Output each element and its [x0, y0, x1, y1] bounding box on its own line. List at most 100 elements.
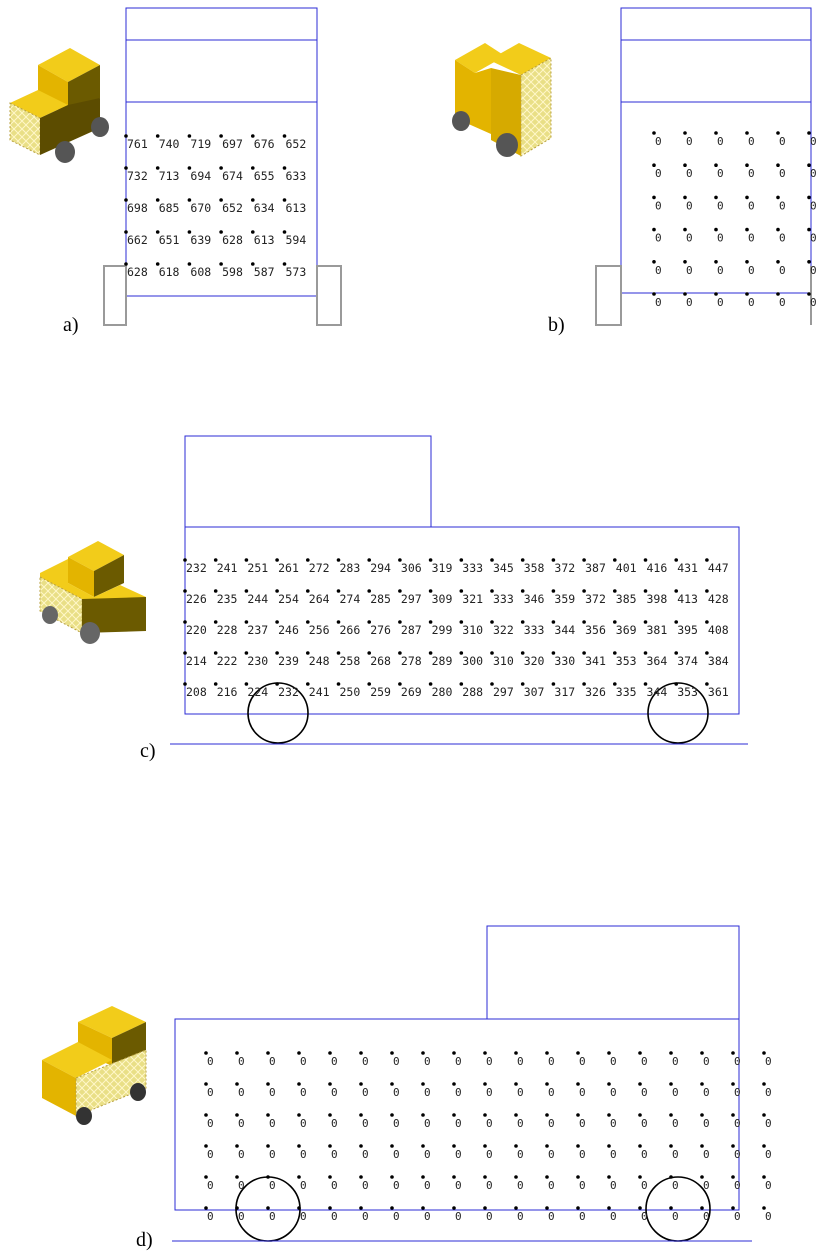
grid-value: 0: [703, 1210, 710, 1223]
grid-point: [219, 134, 223, 138]
grid-point: [244, 589, 249, 593]
grid-value: 0: [579, 1117, 586, 1130]
grid-point: [776, 195, 780, 200]
grid-point: [398, 558, 402, 562]
grid-point: [683, 260, 687, 264]
grid-point: [306, 651, 310, 655]
grid-value: 0: [748, 199, 755, 212]
grid-value: 297: [493, 685, 514, 699]
grid-point: [390, 1206, 394, 1210]
grid-point: [731, 1051, 735, 1055]
grid-value: 330: [554, 654, 575, 668]
grid-value: 0: [517, 1086, 524, 1099]
grid-value: 0: [703, 1148, 710, 1161]
grid-point: [282, 166, 287, 170]
grid-value: 0: [455, 1179, 462, 1192]
grid-point: [235, 1206, 239, 1210]
grid-point: [244, 620, 249, 624]
grid-value: 719: [190, 137, 211, 151]
grid-point: [520, 651, 525, 655]
grid-value: 0: [300, 1210, 307, 1223]
grid-point: [545, 1144, 549, 1148]
grid-point: [251, 230, 255, 234]
grid-point: [297, 1175, 301, 1179]
grid-value: 0: [703, 1055, 710, 1068]
grid-point: [213, 558, 218, 562]
grid-value: 633: [286, 169, 307, 183]
grid-value: 353: [677, 685, 698, 699]
grid-point: [490, 620, 494, 624]
grid-value: 0: [393, 1055, 400, 1068]
grid-point: [421, 1113, 425, 1117]
grid-point: [398, 682, 402, 686]
grid-value: 655: [254, 169, 275, 183]
grid-value: 0: [703, 1117, 710, 1130]
grid-value: 0: [734, 1055, 741, 1068]
grid-point: [367, 682, 372, 686]
grid-value: 0: [779, 296, 786, 309]
grid-value: 0: [331, 1055, 338, 1068]
grid-value: 0: [765, 1179, 772, 1192]
grid-value: 0: [672, 1055, 679, 1068]
grid-point: [282, 262, 287, 266]
grid-point: [359, 1175, 363, 1179]
grid-point: [219, 166, 223, 170]
cab-outline: [184, 435, 432, 528]
grid-point: [124, 134, 128, 138]
grid-point: [714, 163, 718, 167]
grid-point: [187, 134, 192, 138]
grid-point: [452, 1082, 456, 1086]
grid-point: [251, 166, 255, 170]
truck-icon: [39, 541, 146, 644]
grid-point: [705, 589, 709, 593]
grid-point: [336, 682, 341, 686]
grid-value: 0: [717, 232, 724, 245]
grid-point: [520, 589, 525, 593]
grid-value: 0: [517, 1117, 524, 1130]
grid-point: [266, 1113, 270, 1117]
grid-value: 0: [517, 1210, 524, 1223]
grid-point: [204, 1082, 208, 1086]
grid-value: 639: [190, 233, 211, 247]
grid-value: 0: [486, 1055, 493, 1068]
grid-point: [776, 292, 780, 296]
grid-point: [551, 682, 556, 686]
grid-point: [421, 1206, 425, 1210]
grid-value: 0: [748, 135, 755, 148]
body-outline: [620, 7, 812, 294]
grid-point: [275, 682, 279, 686]
grid-point: [204, 1206, 208, 1210]
grid-value: 0: [686, 296, 693, 309]
grid-value: 651: [159, 233, 180, 247]
grid-point: [705, 651, 709, 655]
grid-point: [582, 682, 586, 686]
grid-value: 685: [159, 201, 180, 215]
grid-value: 0: [486, 1210, 493, 1223]
grid-point: [714, 227, 718, 232]
grid-value: 372: [585, 592, 606, 606]
grid-value: 0: [779, 264, 786, 277]
grid-value: 0: [779, 167, 786, 180]
grid-point: [638, 1082, 642, 1086]
grid-point: [613, 558, 617, 562]
grid-point: [187, 230, 192, 234]
grid-point: [275, 620, 279, 624]
grid-value: 384: [708, 654, 729, 668]
grid-point: [745, 292, 749, 296]
grid-value: 244: [247, 592, 268, 606]
grid-point: [328, 1113, 332, 1117]
grid-point: [297, 1206, 301, 1210]
grid-value: 0: [734, 1086, 741, 1099]
grid-point: [490, 558, 494, 562]
grid-value: 0: [393, 1210, 400, 1223]
grid-value: 310: [493, 654, 514, 668]
grid-point: [514, 1175, 518, 1179]
grid-point: [452, 1113, 456, 1117]
grid-point: [398, 589, 402, 593]
grid-value: 413: [677, 592, 698, 606]
grid-point: [336, 589, 341, 593]
panel-b: 0000000000000000000000000000000000000000…: [452, 7, 817, 336]
grid-value: 0: [686, 199, 693, 212]
grid-value: 0: [207, 1055, 214, 1068]
